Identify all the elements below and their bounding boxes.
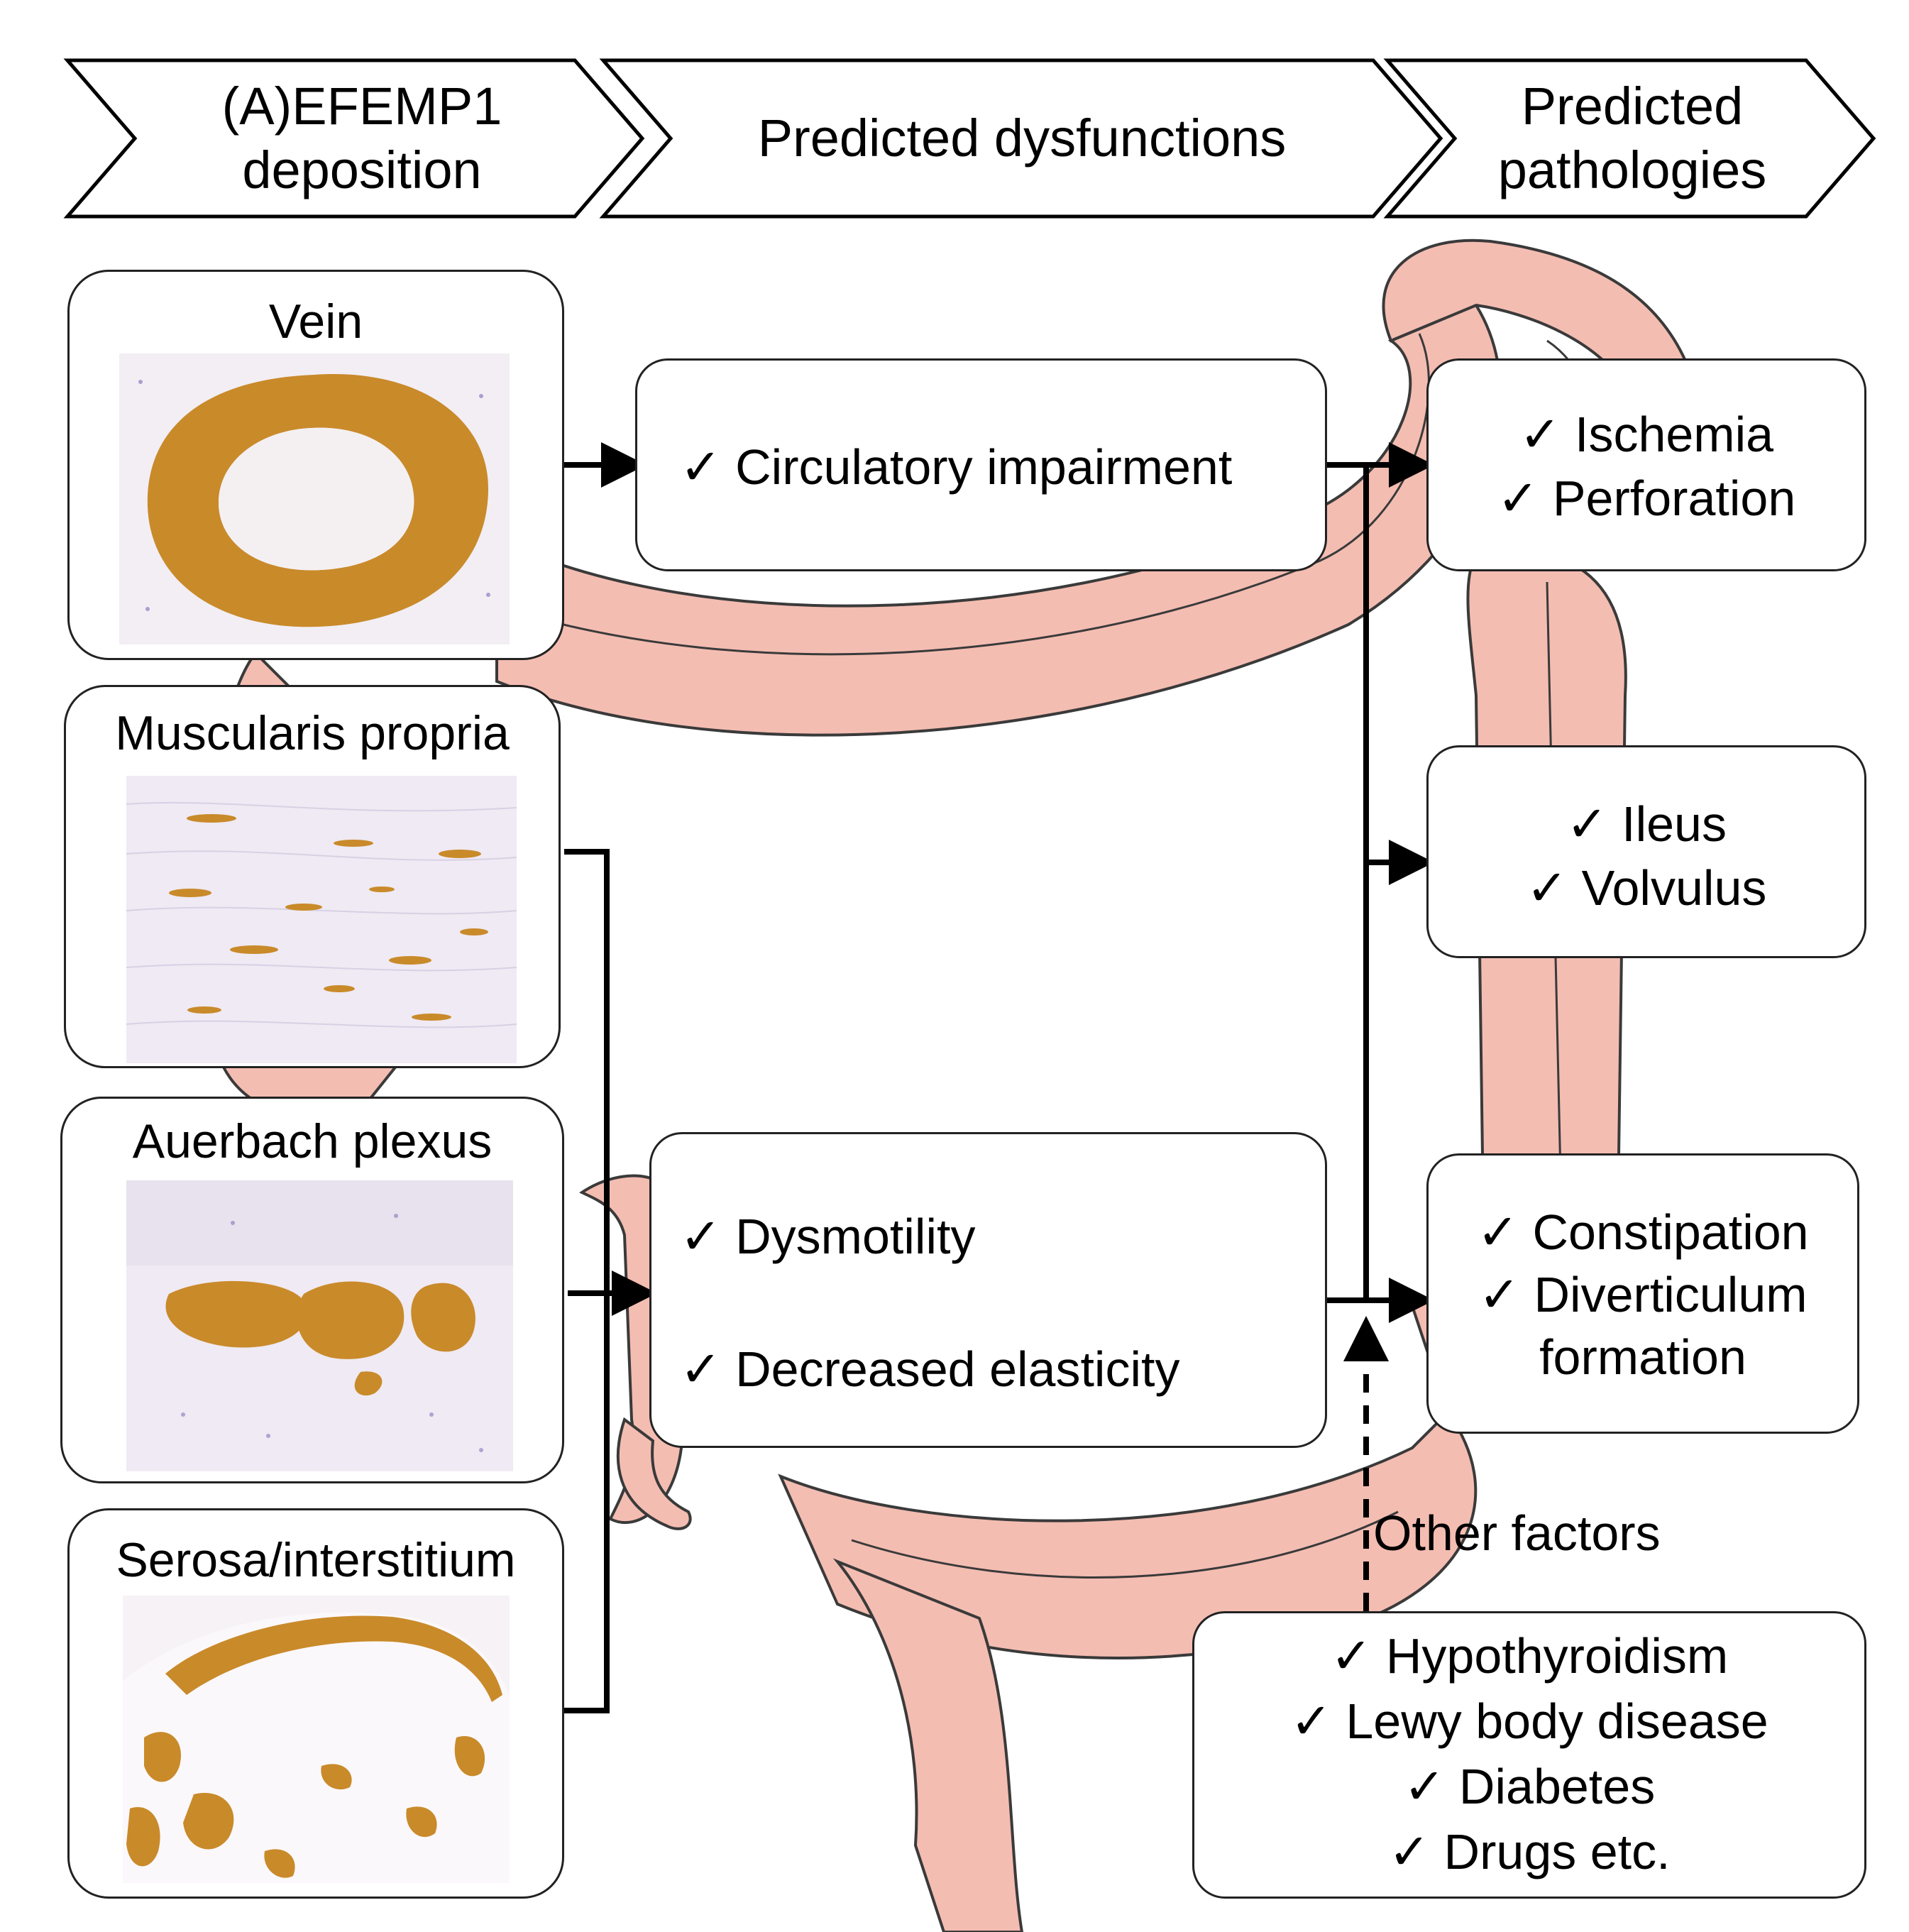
header-text-line: pathologies	[1497, 141, 1767, 199]
header-step-deposition: (A)EFEMP1 deposition	[128, 67, 596, 209]
other-factor-item: ✓ Diabetes	[1403, 1759, 1656, 1814]
panel-title: Auerbach plexus	[132, 1114, 493, 1168]
header-text-line: Predicted	[1521, 77, 1744, 136]
other-factor-item: ✓ Drugs etc.	[1388, 1824, 1671, 1879]
header-chevrons	[63, 58, 1876, 219]
dysfunction-item: ✓ Circulatory impairment	[680, 439, 1233, 495]
panel-vein: Vein	[67, 270, 564, 660]
pathology-item: ✓ Perforation	[1497, 471, 1796, 526]
other-factor-item: ✓ Hypothyroidism	[1330, 1628, 1729, 1684]
box-ischemia: ✓ Ischemia ✓ Perforation	[1426, 358, 1866, 571]
serosa-histology-image	[123, 1596, 510, 1883]
header-text-line: (A)EFEMP1	[221, 77, 502, 136]
panel-auerbach-plexus: Auerbach plexus	[60, 1097, 564, 1483]
header-text-line: deposition	[242, 141, 482, 199]
vein-histology-image	[119, 353, 510, 644]
panel-title: Muscularis propria	[115, 706, 510, 760]
pathology-item: ✓ Volvulus	[1526, 860, 1767, 916]
box-motility: ✓ Dysmotility ✓ Decreased elasticity	[649, 1132, 1327, 1448]
other-factor-item: ✓ Lewy body disease	[1290, 1694, 1768, 1749]
muscularis-histology-image	[126, 776, 517, 1063]
pathology-item: ✓ Constipation	[1477, 1204, 1809, 1260]
header-text-line: Predicted dysfunctions	[757, 109, 1287, 168]
pathology-item: ✓ Ischemia	[1519, 407, 1774, 462]
dysfunction-item: ✓ Decreased elasticity	[680, 1341, 1180, 1397]
box-ileus: ✓ Ileus ✓ Volvulus	[1426, 745, 1866, 958]
panel-muscularis-propria: Muscularis propria	[64, 685, 561, 1068]
other-factors-label: Other factors	[1373, 1505, 1661, 1561]
auerbach-histology-image	[126, 1180, 513, 1471]
header-step-pathologies: Predicted pathologies	[1448, 67, 1817, 209]
pathology-item: formation	[1539, 1329, 1746, 1385]
box-circulatory-impairment: ✓ Circulatory impairment	[635, 358, 1327, 571]
box-constipation: ✓ Constipation ✓ Diverticulum formation	[1426, 1153, 1859, 1434]
connectors	[564, 442, 1434, 1713]
panel-title: Serosa/interstitium	[116, 1533, 516, 1587]
dysfunction-item: ✓ Dysmotility	[680, 1209, 976, 1264]
pathology-item: ✓ Diverticulum	[1478, 1267, 1808, 1322]
pathology-item: ✓ Ileus	[1566, 796, 1727, 852]
panel-title: Vein	[268, 295, 363, 348]
box-other-factors: ✓ Hypothyroidism ✓ Lewy body disease ✓ D…	[1192, 1611, 1866, 1899]
header-step-dysfunctions: Predicted dysfunctions	[667, 67, 1377, 209]
panel-serosa-interstitium: Serosa/interstitium	[67, 1508, 564, 1899]
